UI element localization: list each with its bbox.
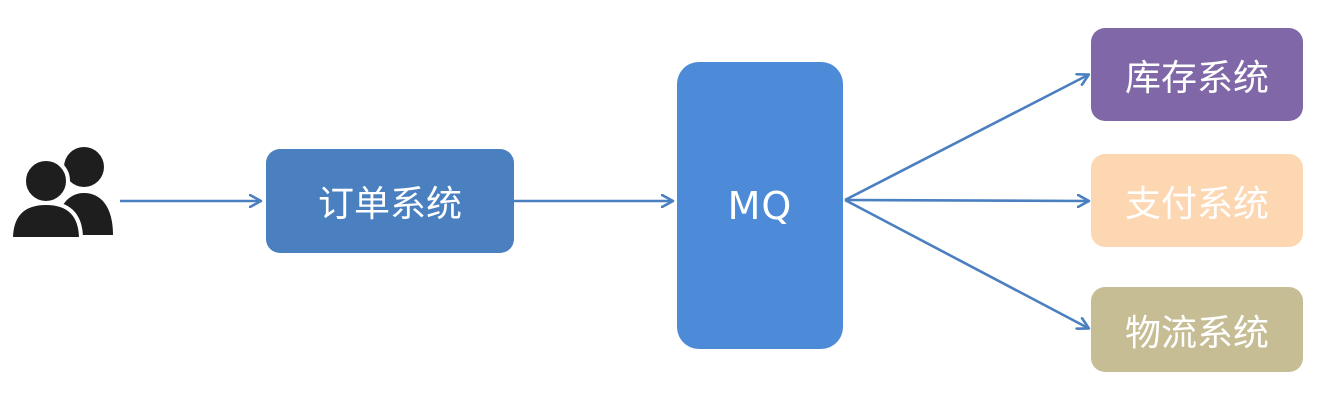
inventory-system-box: 库存系统 [1091,28,1303,121]
mq-box: MQ [677,62,843,349]
order-system-label: 订单系统 [317,184,462,225]
logistics-system-label: 物流系统 [1124,312,1269,354]
logistics-system-box: 物流系统 [1091,287,1303,372]
users-icon [10,147,113,239]
arrow-mq-to-logistics [844,198,1088,328]
order-system-box: 订单系统 [266,149,514,253]
payment-system-box: 支付系统 [1091,154,1303,247]
mq-label: MQ [727,183,793,228]
arrow-mq-to-inventory [844,75,1088,202]
payment-system-label: 支付系统 [1124,183,1269,225]
inventory-system-label: 库存系统 [1124,57,1269,99]
arrow-mq-to-payment [844,200,1088,201]
